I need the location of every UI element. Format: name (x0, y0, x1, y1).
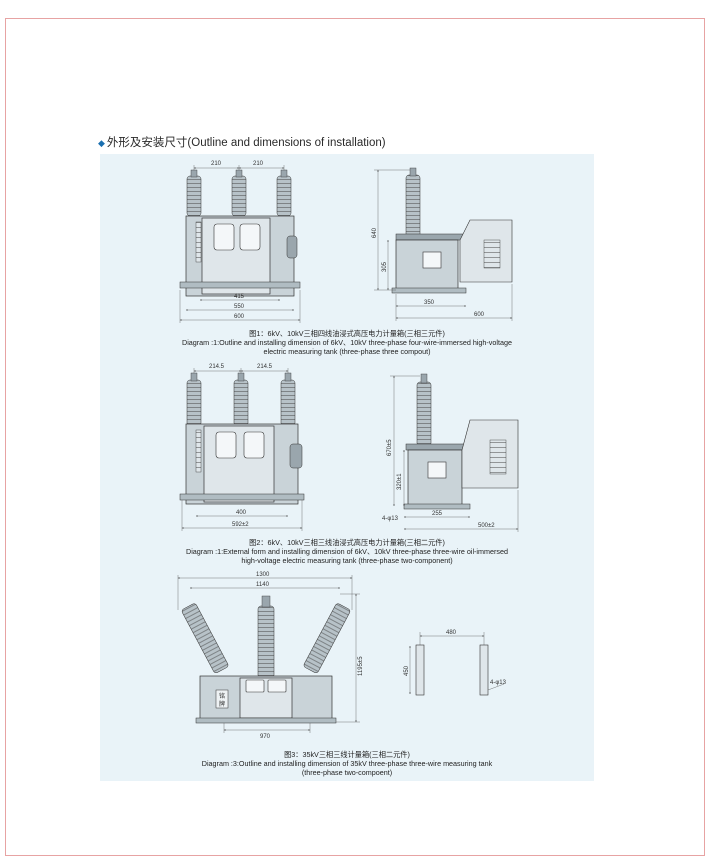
nameplate (215, 689, 229, 709)
diagram3-front-view: 1300 1140 铭 牌 1195±5 970 (177, 572, 364, 740)
d2-side-total-height: 670±5 (387, 439, 393, 456)
d1-front-spacing-right: 210 (253, 161, 264, 167)
diagram1-caption: 图1：6kV、10kV三相四线油浸式高压电力计量箱(三相三元件) Diagram… (100, 329, 594, 356)
d2-caption-en-1: Diagram :1:External form and installing … (186, 547, 508, 556)
d2-front-spacing-left: 214.5 (209, 364, 225, 370)
nameplate-label-1: 铭 (219, 692, 225, 700)
d1-caption-en-1: Diagram :1:Outline and installing dimens… (182, 338, 512, 347)
diagram3-caption: 图3：35kV三相三线计量箱(三相二元件) Diagram :3:Outline… (100, 750, 594, 777)
d3-front-base-width: 970 (260, 734, 271, 740)
d1-caption-en-2: electric measuring tank (three-phase thr… (263, 347, 431, 356)
d1-front-mid-width: 550 (234, 304, 245, 310)
heading-bullet: ◆ (98, 138, 105, 148)
d1-front-inner-width: 415 (234, 294, 245, 300)
side-insulator (405, 174, 421, 238)
diagram1-front-view: 210 210 415 550 600 (179, 161, 301, 323)
meter-window-left (213, 223, 235, 251)
d2-side-box-height: 320±1 (397, 473, 403, 490)
d3-caption-cn: 图3：35kV三相三线计量箱(三相二元件) (284, 750, 410, 759)
insulator-left (186, 175, 202, 217)
d3-front-inner-width: 1140 (256, 582, 270, 588)
diagram2-side-view: 670±5 320±1 4-φ13 255 500±2 (382, 373, 519, 532)
d1-side-inner-width: 350 (424, 300, 435, 306)
d1-front-spacing-left: 210 (211, 161, 222, 167)
diagram1-side-view: 640 305 350 600 (372, 167, 513, 321)
d3-front-total-width: 1300 (256, 572, 270, 578)
meter-window-right (239, 223, 261, 251)
d1-side-box-height: 305 (382, 261, 388, 272)
nameplate-label-2: 牌 (219, 700, 225, 708)
d2-caption-en-2: high-voltage electric measuring tank (th… (241, 556, 453, 565)
d3-mount-width: 480 (446, 630, 457, 636)
diagram2-caption: 图2：6kV、10kV三相三线油浸式高压电力计量箱(三相二元件) Diagram… (100, 538, 594, 565)
insulator-right (276, 175, 292, 217)
d2-side-inner-width: 255 (432, 511, 443, 517)
d2-caption-cn: 图2：6kV、10kV三相三线油浸式高压电力计量箱(三相二元件) (249, 538, 445, 547)
d3-caption-en-1: Diagram :3:Outline and installing dimens… (201, 759, 493, 768)
d2-side-total-width: 500±2 (478, 523, 495, 529)
diagram3-mount-plan: 480 450 4-φ13 (404, 630, 507, 696)
d3-mount-holes: 4-φ13 (490, 680, 507, 686)
d3-caption-en-2: (three-phase two-compoent) (301, 768, 393, 777)
d1-side-total-height: 640 (372, 227, 378, 238)
d1-caption-cn: 图1：6kV、10kV三相四线油浸式高压电力计量箱(三相三元件) (249, 329, 445, 338)
d3-front-total-height: 1195±5 (358, 656, 364, 676)
heading-text: 外形及安装尺寸(Outline and dimensions of instal… (106, 137, 386, 149)
d2-side-holes: 4-φ13 (382, 516, 399, 522)
d1-front-total-width: 600 (234, 314, 245, 320)
page-frame (5, 18, 705, 856)
d2-front-total-width: 592±2 (232, 522, 249, 528)
d3-mount-height: 450 (404, 665, 410, 676)
d1-side-total-width: 600 (474, 312, 485, 318)
d2-front-inner-width: 400 (236, 510, 247, 516)
insulator-middle (231, 175, 247, 217)
section-heading: ◆外形及安装尺寸(Outline and dimensions of insta… (98, 134, 386, 150)
diagram2-front-view: 214.5 214.5 400 592±2 (179, 364, 305, 531)
d2-front-spacing-right: 214.5 (257, 364, 273, 370)
